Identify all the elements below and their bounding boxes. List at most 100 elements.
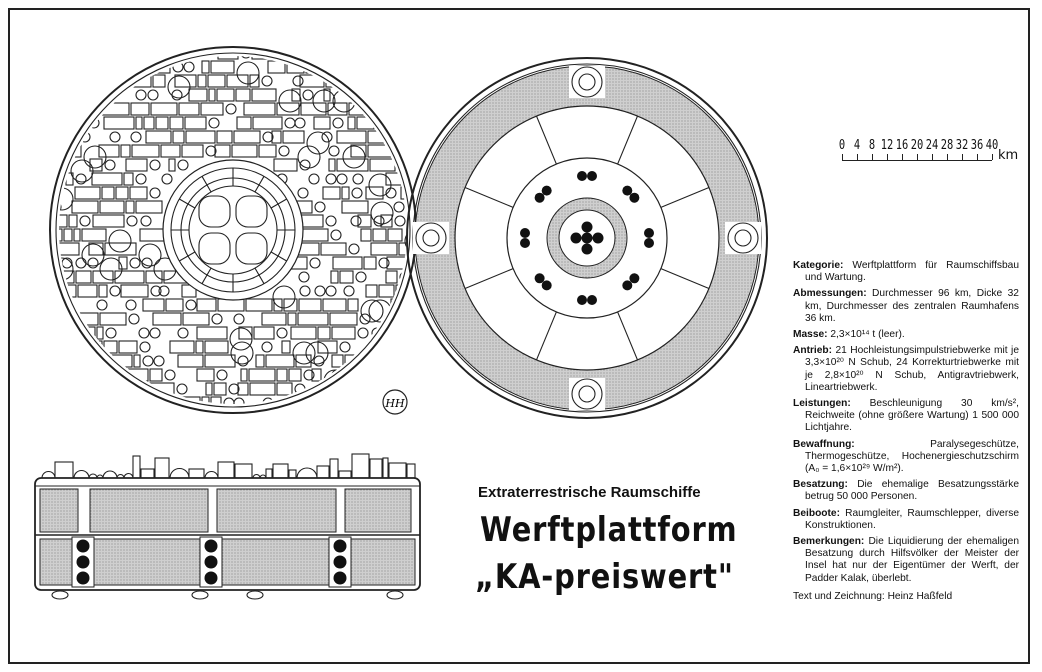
structure-block	[226, 74, 249, 88]
engine-nozzle	[581, 232, 593, 244]
structure-block	[92, 214, 125, 228]
spec-text: Die Liquidierung der ehemaligen Besatzun…	[805, 536, 1019, 584]
structure-block	[255, 354, 265, 368]
structure-block	[327, 411, 357, 423]
structure-dome	[332, 89, 356, 113]
structure-block	[169, 340, 195, 354]
structure-dome	[109, 131, 121, 143]
structure-block	[369, 158, 396, 172]
engine-nozzle	[622, 280, 633, 291]
structure-block	[332, 256, 363, 270]
engine-nozzle	[204, 539, 218, 553]
structure-dome	[339, 341, 351, 353]
structure-dome	[140, 215, 152, 227]
structure-dome	[240, 56, 252, 59]
structure-dome	[295, 56, 307, 59]
structure-dome	[373, 215, 385, 227]
structure-dome	[149, 187, 161, 199]
structure-dome	[332, 117, 344, 129]
structure-block	[290, 326, 317, 340]
structure-block	[378, 284, 395, 298]
structure-block	[385, 270, 398, 284]
structure-dome	[205, 145, 217, 157]
structure-block	[301, 228, 329, 242]
structure-block	[207, 74, 226, 88]
structure-block	[150, 102, 178, 116]
structure-block	[210, 60, 235, 74]
engine-nozzle	[76, 555, 90, 569]
structure-block	[240, 368, 248, 382]
scale-tick	[917, 154, 918, 160]
structure-block	[195, 340, 204, 354]
structure-block	[71, 200, 99, 214]
structure-dome	[228, 383, 240, 395]
structure-dome	[158, 285, 170, 297]
structure-block	[359, 411, 375, 423]
structure-dome	[130, 397, 142, 404]
structure-dome	[278, 145, 290, 157]
structure-dome	[109, 285, 121, 297]
spaceport-strut	[254, 267, 265, 284]
structure-dome	[321, 131, 333, 143]
sector-divider	[535, 311, 557, 361]
hangar-bay	[235, 195, 268, 228]
structure-block	[295, 354, 312, 368]
spaceport-strut	[201, 176, 212, 193]
structure-block	[145, 130, 172, 144]
structure-block	[380, 60, 407, 74]
engine-nozzle	[76, 571, 90, 585]
structure-dome	[216, 369, 228, 381]
structure-dome	[408, 76, 418, 86]
structure-block	[369, 56, 381, 60]
structure-block	[217, 298, 245, 312]
structure-block	[313, 116, 331, 130]
structure-dome	[150, 285, 162, 297]
structure-block	[152, 312, 182, 326]
structure-block	[281, 340, 291, 354]
structure-block	[365, 60, 380, 74]
structure-dome	[147, 89, 159, 101]
structure-block	[245, 298, 273, 312]
structure-block	[196, 298, 217, 312]
structure-dome	[105, 327, 117, 339]
spec-text: Raumgleiter, Raumschlepper, diverse Kons…	[805, 507, 1019, 531]
structure-block	[372, 228, 387, 242]
structure-block	[261, 312, 287, 326]
spec-label: Bemerkungen:	[793, 536, 865, 548]
engine-nozzle	[204, 571, 218, 585]
structure-block	[267, 60, 286, 74]
structure-block	[59, 102, 80, 116]
structure-dome	[325, 285, 337, 297]
structure-block	[370, 242, 398, 256]
structure-dome	[299, 159, 311, 171]
engine-nozzle	[622, 185, 633, 196]
structure-block	[204, 340, 229, 354]
inner-ring	[506, 157, 668, 319]
structure-dome	[325, 173, 337, 185]
structure-dome	[152, 412, 162, 422]
structure-block	[115, 186, 129, 200]
structure-block	[231, 144, 258, 158]
structure-dome	[129, 257, 141, 269]
structure-dome	[308, 173, 320, 185]
structure-block	[98, 144, 120, 158]
engine-nozzle	[541, 280, 552, 291]
structure-dome	[357, 369, 369, 381]
structure-block	[400, 186, 407, 200]
spec-label: Antrieb:	[793, 345, 833, 357]
spaceport-strut	[270, 251, 287, 262]
structure-block	[238, 326, 253, 340]
structure-dome	[297, 187, 309, 199]
engine-nozzle	[333, 555, 347, 569]
structure-block	[347, 116, 356, 130]
structure-block	[177, 354, 204, 368]
structure-dome	[70, 56, 82, 59]
structure-dome	[176, 383, 188, 395]
structure-dome	[339, 61, 351, 73]
scale-tick	[842, 154, 843, 160]
engine-nozzle	[570, 232, 582, 244]
structure-dome	[108, 229, 132, 253]
structure-block	[169, 116, 184, 130]
structure-dome	[370, 201, 394, 225]
structure-dome	[59, 355, 62, 367]
